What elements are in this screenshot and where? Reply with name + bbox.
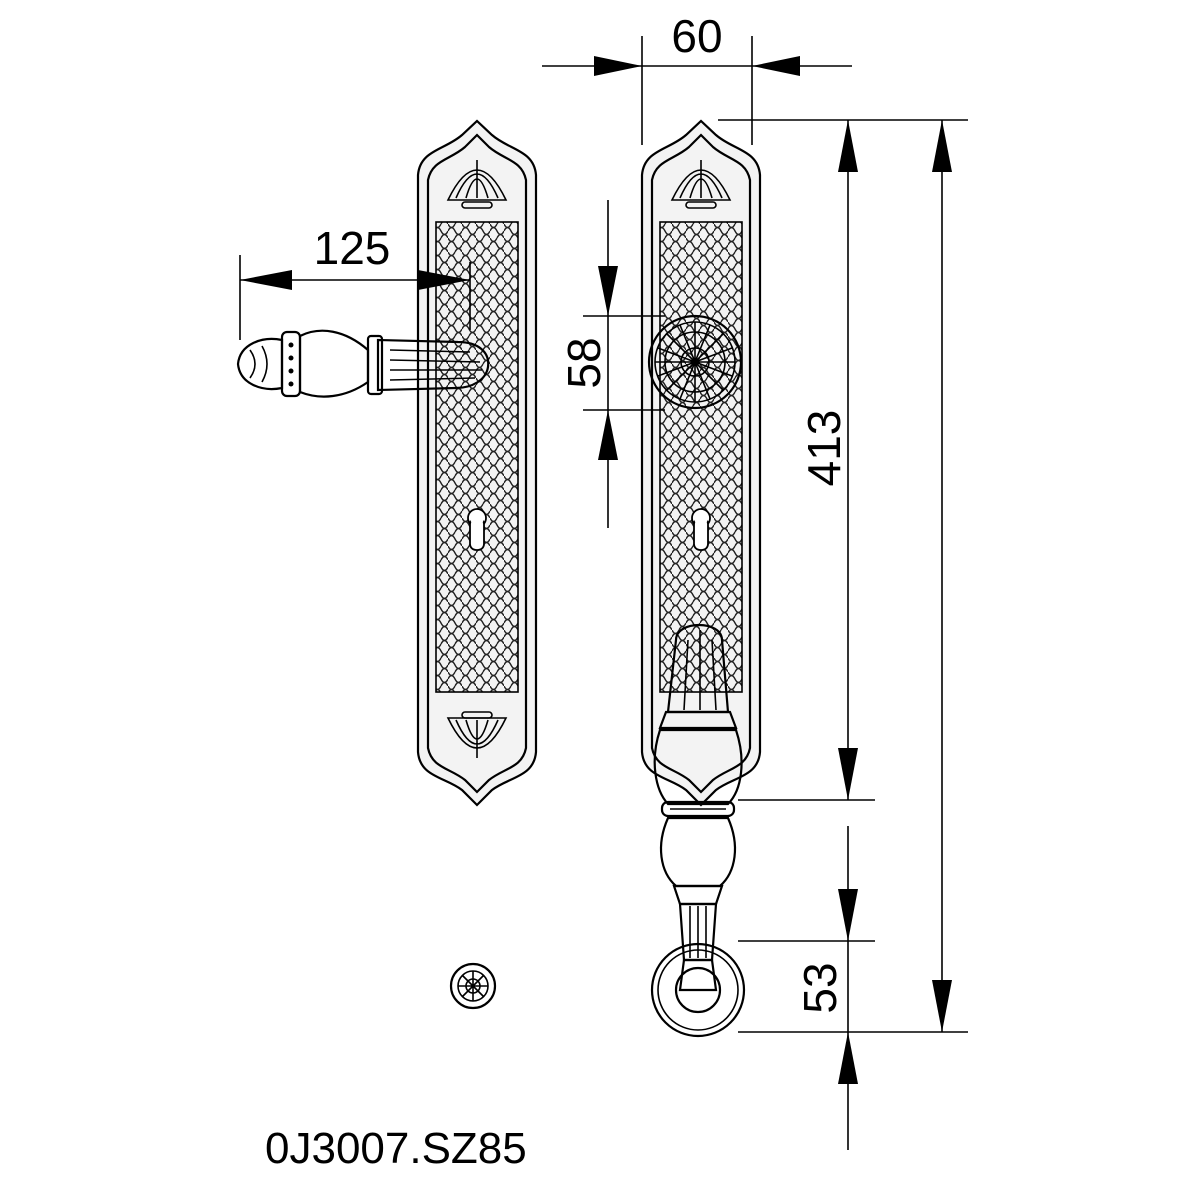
dimension-58: 58 xyxy=(558,200,665,528)
keyhole-icon xyxy=(467,508,487,551)
pull-handle xyxy=(653,623,743,962)
left-backplate xyxy=(416,119,538,807)
dimension-upper: 413 xyxy=(738,120,875,801)
small-rosette xyxy=(449,962,497,1010)
dim-413-label: 413 xyxy=(798,410,850,487)
bottom-rosette xyxy=(650,942,746,1038)
dimension-60: 60 xyxy=(542,10,852,145)
keyhole-icon xyxy=(691,508,711,551)
dim-125-label: 125 xyxy=(314,222,391,274)
product-code: 0J3007.SZ85 xyxy=(265,1124,527,1173)
dimension-413 xyxy=(718,119,968,1033)
dimension-53: 53 xyxy=(738,826,875,1150)
dimension-125: 125 xyxy=(239,222,471,340)
dim-58-label: 58 xyxy=(558,337,610,388)
right-backplate xyxy=(640,119,762,807)
dim-53-label: 53 xyxy=(794,962,846,1013)
dim-60-label: 60 xyxy=(671,10,722,62)
knob xyxy=(647,314,743,410)
lever-handle xyxy=(236,329,490,398)
